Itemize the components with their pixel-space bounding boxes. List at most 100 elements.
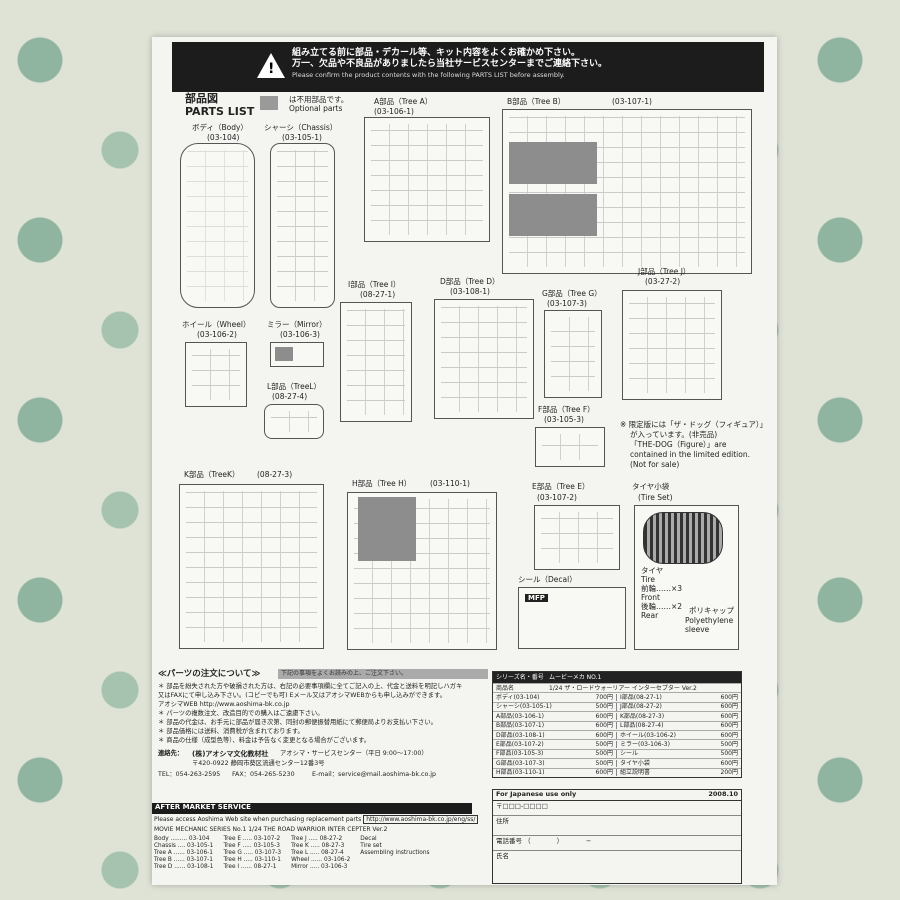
after-market-section: AFTER MARKET SERVICE Please access Aoshi… [152, 803, 479, 883]
series-label: シリーズ名・番号 [496, 673, 544, 681]
price-cell: H部品(03-110-1)600円 [493, 769, 617, 777]
tire-set-label-en: (Tire Set) [638, 493, 673, 502]
decal-logo: MFP [525, 594, 548, 603]
tree-e-drawing [534, 505, 620, 570]
tree-f-label: F部品（Tree F） [538, 405, 595, 414]
product-value: 1/24 ザ・ロードウォーリアー インターセプター Ver.2 [549, 684, 697, 692]
tree-i-label: I部品（Tree I） [348, 280, 401, 289]
part-name: B部品(03-107-1) [496, 722, 545, 730]
price-row: D部品(03-108-1)600円ホイール(03-106-2)600円 [493, 729, 741, 739]
parts-order-section: ≪パーツの注文について≫ 下記の事項をよくお読みの上、ご注文下さい。 ＊ 部品を… [152, 667, 777, 887]
name-field[interactable]: 氏名 [496, 851, 509, 860]
service-center: アオシマ・サービスセンター（平日 9:00〜17:00） [280, 750, 428, 757]
after-market-item: Tire set [360, 842, 382, 849]
after-market-item: Tree I ...... 08-27-1 [223, 863, 277, 870]
tree-a-drawing [364, 117, 490, 242]
price-product-row: 商品名 1/24 ザ・ロードウォーリアー インターセプター Ver.2 [493, 683, 741, 692]
decal-label: シール（Decal） [518, 575, 577, 584]
japanese-use-title: For Japanese use only [496, 790, 577, 798]
part-price: 600円 [595, 712, 613, 720]
wheel-code: (03-106-2) [197, 330, 237, 339]
zip-field[interactable]: 〒□□□-□□□□ [493, 801, 741, 816]
order-note-2: 又はFAXにて申し込み下さい。(コピーでも可) Eメール又はアオシマWEBからも… [158, 692, 446, 699]
tree-f-drawing [535, 427, 605, 467]
phone-field[interactable]: 電話番号 （ ） − [493, 836, 741, 851]
warning-icon: ! [257, 53, 285, 78]
part-price: 500円 [720, 750, 738, 758]
part-price: 500円 [595, 740, 613, 748]
price-cell: ホイール(03-106-2)600円 [617, 732, 741, 739]
price-cell: I部品(08-27-1)600円 [617, 694, 741, 701]
tire-front-en: Front [641, 593, 660, 602]
price-cell: B部品(03-107-1) 600円 [493, 722, 617, 730]
company-fax: FAX：054-265-5230 [232, 771, 295, 778]
part-name: E部品(03-107-2) [496, 740, 544, 748]
after-market-url[interactable]: http://www.aoshima-bk.co.jp/eng/ss/ [363, 815, 479, 824]
after-market-item: Wheel ...... 03-106-2 [291, 856, 351, 863]
price-row: E部品(03-107-2)500円ミラー(03-106-3)500円 [493, 739, 741, 749]
company-tel: TEL：054-263-2595 [158, 771, 221, 778]
part-price: 600円 [720, 731, 738, 739]
body-label: ボディ（Body） [192, 123, 248, 132]
order-note-4: ＊ パーツの複数注文、改造目的での購入はご遠慮下さい。 [158, 710, 324, 717]
part-name: ミラー(03-106-3) [620, 740, 670, 748]
tire-stack-drawing [643, 512, 723, 564]
tree-i-drawing [340, 302, 412, 422]
chassis-part-drawing [270, 143, 335, 308]
tree-h-code: (03-110-1) [430, 479, 470, 488]
tree-j-code: (03-27-2) [645, 277, 681, 286]
after-market-item: Tree F ..... 03-105-3 [223, 842, 280, 849]
tree-b-code: (03-107-1) [612, 97, 652, 106]
after-market-line-2: MOVIE MECHANIC SERIES No.1 1/24 THE ROAD… [154, 826, 388, 833]
part-name: タイヤ小袋 [620, 759, 650, 767]
price-cell: G部品(03-107-3)500円 [493, 759, 617, 767]
price-cell: K部品(08-27-3)600円 [617, 713, 741, 720]
limited-note-en-1: 「THE-DOG（Figure）」are [630, 440, 727, 449]
instruction-sheet: ! 組み立てる前に部品・デカール等、キット内容をよくお確かめ下さい。 万一、欠品… [152, 37, 777, 885]
limited-note-en-2: contained in the limited edition. [630, 450, 750, 459]
part-price: 500円 [595, 759, 613, 767]
limited-note-jp-2: が入っています。(非売品) [630, 430, 718, 439]
part-name: シャーシ(03-105-1) [496, 703, 552, 711]
part-name: K部品(08-27-3) [620, 712, 665, 720]
tree-g-label: G部品（Tree G） [542, 289, 602, 298]
tree-l-code: (08-27-4) [272, 392, 308, 401]
tree-e-label: E部品（Tree E） [532, 482, 590, 491]
tree-j-drawing [622, 290, 722, 400]
part-price: 600円 [595, 731, 613, 739]
after-market-item: Tree G ..... 03-107-3 [223, 849, 282, 856]
part-price: 600円 [595, 722, 613, 730]
price-series-row: シリーズ名・番号 ムービーメカ NO.1 [493, 672, 741, 683]
tree-d-drawing [434, 299, 534, 419]
part-name: F部品(03-105-3) [496, 750, 544, 758]
japanese-use-header: For Japanese use only 2008.10 [493, 790, 741, 801]
tree-d-code: (03-108-1) [450, 287, 490, 296]
address-field[interactable]: 住所 [493, 816, 741, 836]
after-market-item: Decal [360, 836, 377, 842]
polycap-label-jp: ポリキャップ [689, 606, 734, 615]
price-table: シリーズ名・番号 ムービーメカ NO.1 商品名 1/24 ザ・ロードウォーリア… [492, 671, 742, 778]
tree-l-label: L部品（TreeL） [267, 382, 321, 391]
after-market-item: Tree E ..... 03-107-2 [223, 836, 281, 842]
part-price: 700円 [595, 693, 613, 701]
tire-set-label-jp: タイヤ小袋 [632, 482, 670, 491]
body-code: (03-104) [207, 133, 240, 142]
price-cell: A部品(03-106-1) 600円 [493, 712, 617, 720]
part-price: 600円 [595, 769, 613, 777]
wheel-drawing [185, 342, 247, 407]
parts-list-title-jp: 部品図 [185, 92, 218, 105]
price-row: A部品(03-106-1) 600円 K部品(08-27-3)600円 [493, 711, 741, 720]
after-market-item: Tree H ..... 03-110-1 [223, 856, 281, 863]
after-market-item: Tree B ...... 03-107-1 [154, 856, 213, 863]
order-title: ≪パーツの注文について≫ [158, 669, 261, 679]
company-address: 〒420-0922 静岡市葵区流通センター12番3号 [192, 760, 325, 767]
tree-k-code: (08-27-3) [257, 470, 293, 479]
after-market-item: Tree J ..... 08-27-2 [291, 836, 343, 842]
part-name: A部品(03-106-1) [496, 712, 545, 720]
warning-line-3: Please confirm the product contents with… [292, 70, 565, 79]
optional-parts-en: Optional parts [289, 104, 343, 113]
mirror-optional-part [275, 347, 293, 361]
